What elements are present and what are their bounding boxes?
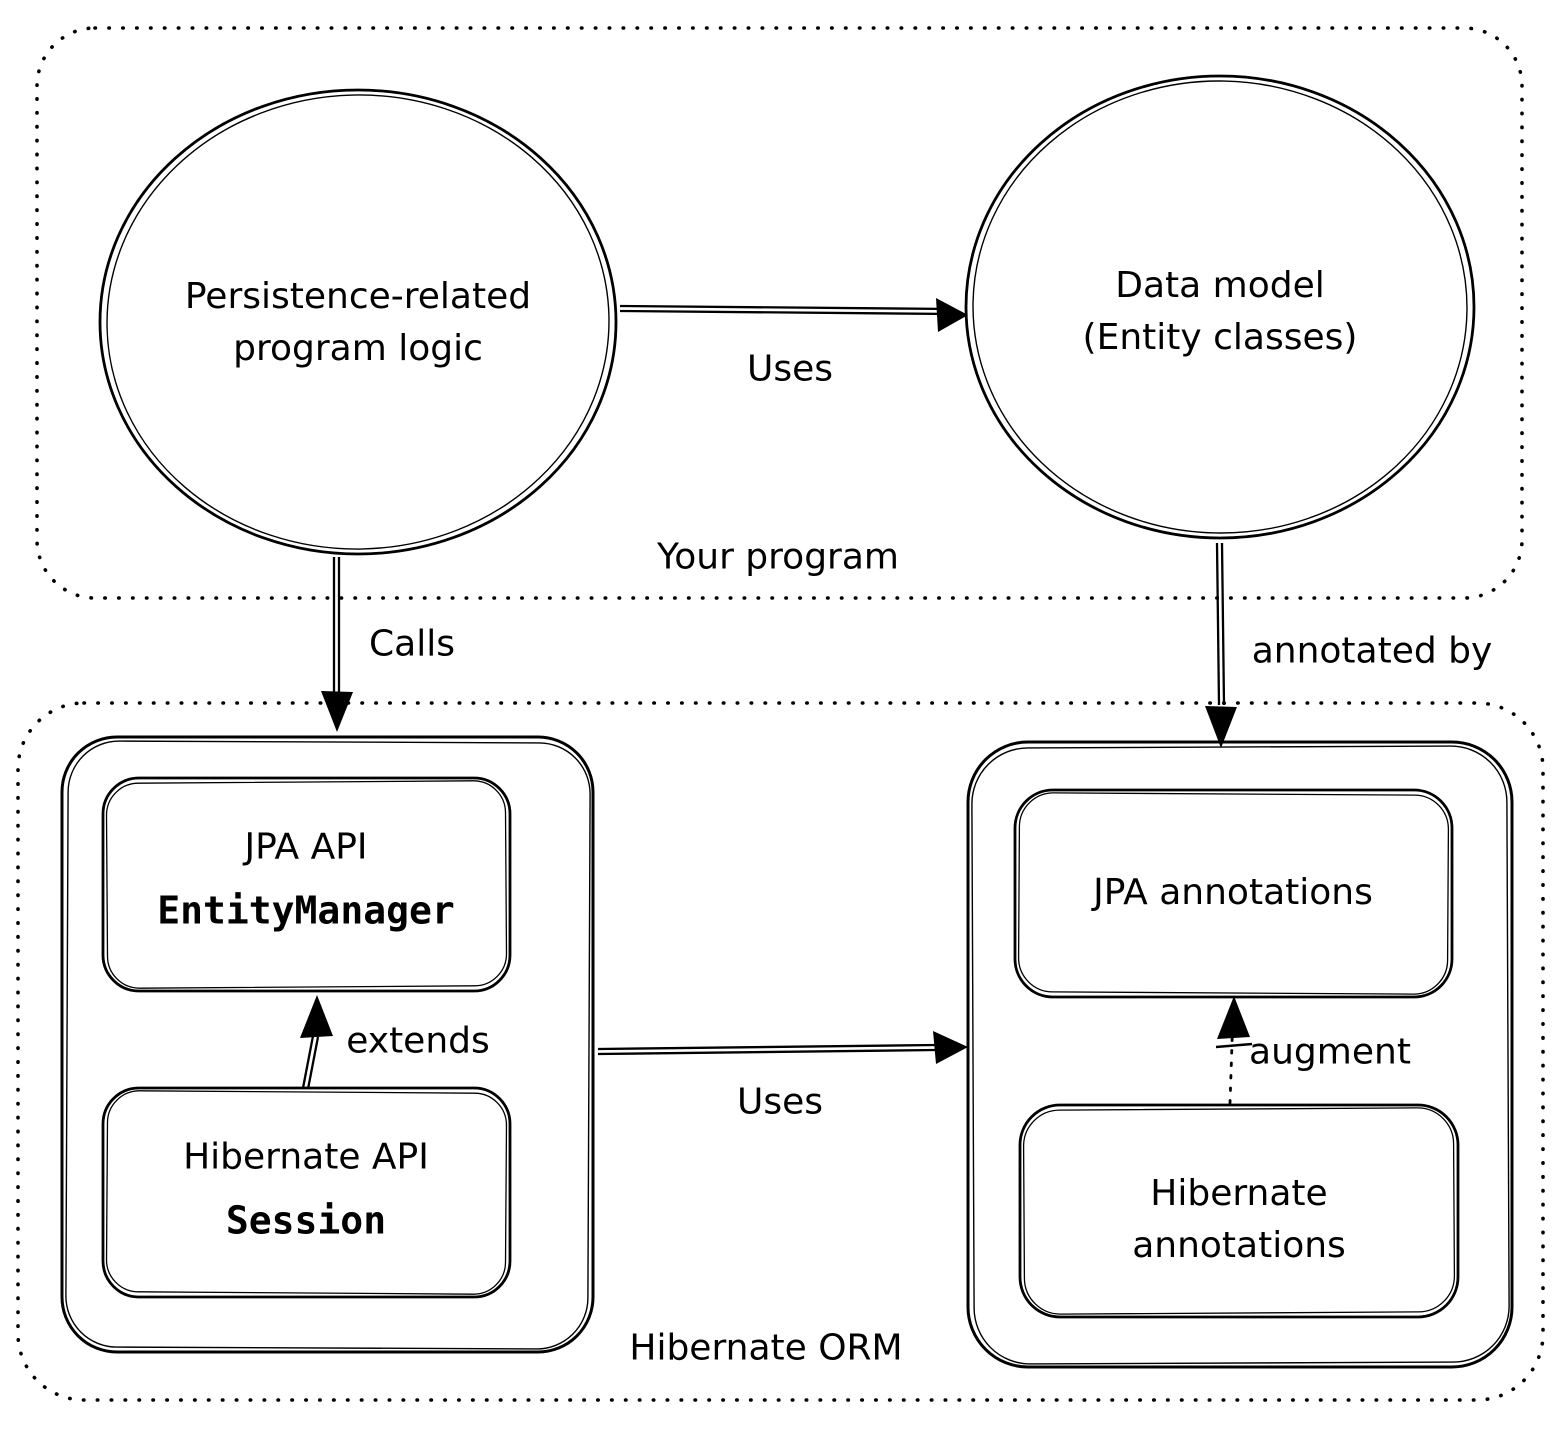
persistence-logic-label: Persistence-related program logic bbox=[185, 271, 531, 375]
jpa-annotations-box bbox=[1013, 788, 1454, 999]
hibernate-annotations-label: Hibernate annotations bbox=[1132, 1168, 1346, 1272]
data-model-label-line2: (Entity classes) bbox=[1082, 317, 1358, 358]
data-model-label-line1: Data model bbox=[1115, 265, 1325, 307]
hibernate-api-label: Hibernate API Session bbox=[183, 1131, 429, 1250]
annotations-container bbox=[966, 740, 1514, 1369]
jpa-api-box bbox=[101, 776, 512, 993]
persistence-logic-label-line1: Persistence-related bbox=[184, 276, 532, 318]
hibernate-api-box bbox=[101, 1086, 512, 1299]
uses-bottom-label: Uses bbox=[736, 1081, 824, 1123]
hibernate-annotations-label-line1: Hibernate bbox=[1150, 1173, 1328, 1215]
extends-arrow bbox=[300, 995, 333, 1090]
jpa-api-label: JPA API EntityManager bbox=[157, 821, 454, 940]
your-program-group-label: Your program bbox=[657, 536, 899, 578]
hibernate-orm-group-label: Hibernate ORM bbox=[629, 1327, 903, 1369]
jpa-annotations-label: JPA annotations bbox=[1093, 872, 1373, 914]
hibernate-api-class-name: Session bbox=[225, 1198, 387, 1243]
api-container bbox=[60, 735, 595, 1354]
persistence-logic-label-line2: program logic bbox=[233, 328, 483, 369]
hibernate-orm-group-border bbox=[16, 701, 1545, 1402]
augment-arrow bbox=[1215, 996, 1253, 1105]
hibernate-api-title: Hibernate API bbox=[183, 1136, 429, 1178]
uses-bottom-arrow bbox=[597, 1031, 968, 1064]
annotated-by-label: annotated by bbox=[1251, 630, 1493, 672]
extends-label: extends bbox=[346, 1020, 490, 1062]
data-model-node bbox=[964, 74, 1476, 540]
jpa-api-title: JPA API bbox=[244, 826, 368, 868]
persistence-logic-node bbox=[98, 88, 618, 556]
augment-label: augment bbox=[1249, 1031, 1411, 1073]
calls-arrow bbox=[321, 557, 353, 732]
uses-top-arrow bbox=[619, 298, 968, 332]
uses-top-label: Uses bbox=[746, 348, 834, 390]
calls-label: Calls bbox=[369, 623, 455, 665]
jpa-api-class-name: EntityManager bbox=[157, 888, 455, 933]
hibernate-annotations-box bbox=[1018, 1103, 1460, 1319]
data-model-label: Data model (Entity classes) bbox=[1083, 260, 1358, 364]
annotated-by-arrow bbox=[1205, 542, 1237, 748]
hibernate-annotations-label-line2: annotations bbox=[1132, 1225, 1346, 1266]
